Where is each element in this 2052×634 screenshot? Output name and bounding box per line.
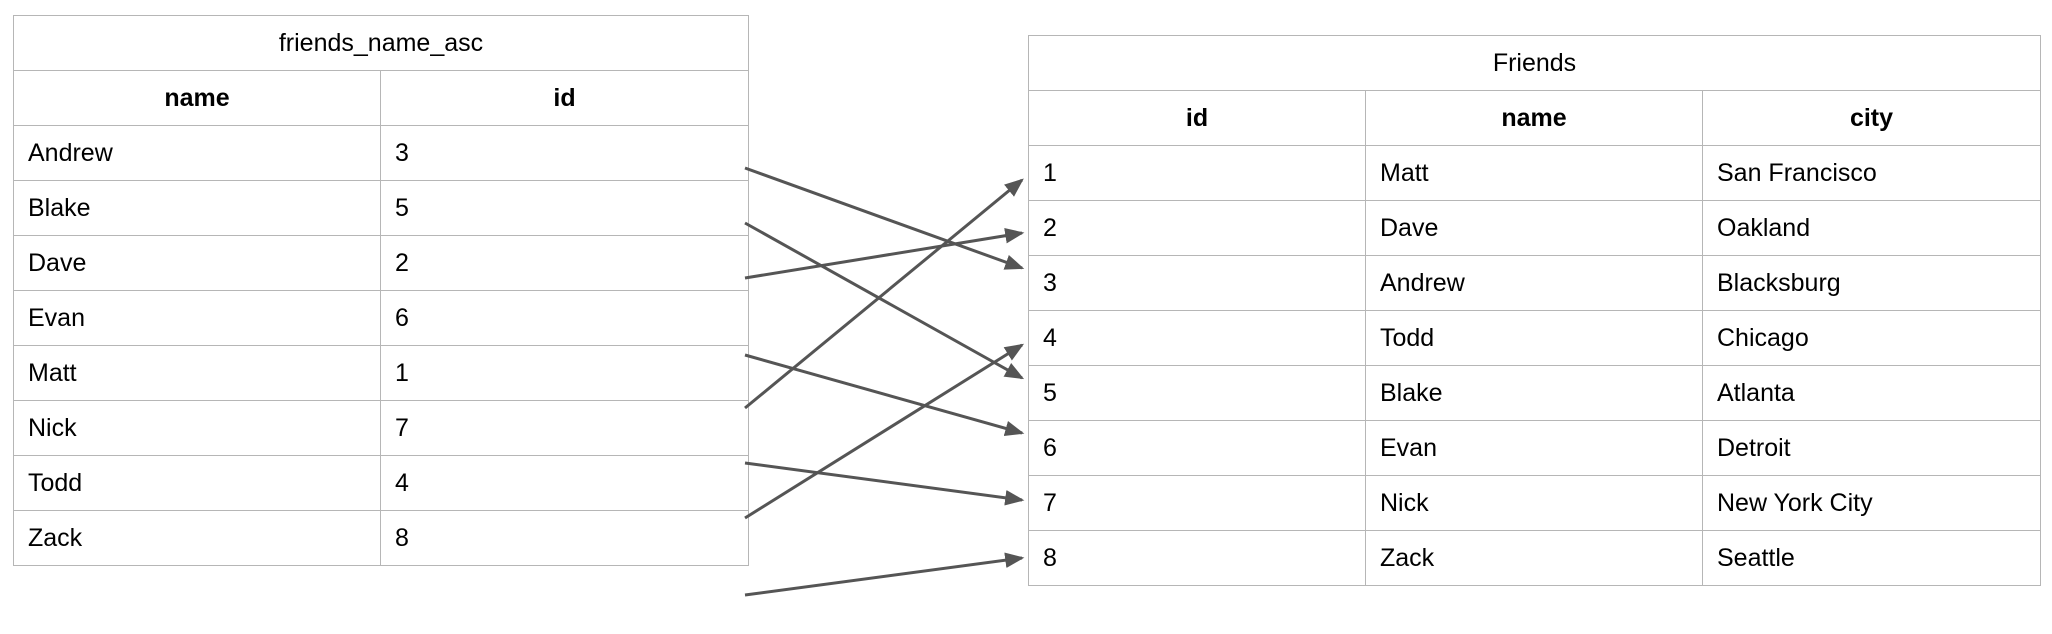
index-cell-name: Todd: [13, 455, 381, 511]
table-row[interactable]: Matt 1: [13, 345, 750, 401]
friends-cell-id: 8: [1028, 530, 1366, 586]
table-row[interactable]: 5 Blake Atlanta: [1028, 365, 2042, 421]
connection-arrow-dave-to-id-2: [744, 227, 1025, 280]
index-table: friends_name_asc name id Andrew 3 Blake …: [12, 15, 750, 566]
index-cell-id: 6: [379, 290, 750, 346]
index-table-title-row: friends_name_asc: [12, 15, 750, 71]
friends-column-header-name[interactable]: name: [1365, 90, 1703, 146]
table-row[interactable]: 6 Evan Detroit: [1028, 420, 2042, 476]
friends-cell-name: Todd: [1365, 310, 1703, 366]
friends-cell-city: Seattle: [1701, 530, 2042, 586]
friends-cell-city: San Francisco: [1701, 145, 2042, 201]
table-row[interactable]: Todd 4: [13, 455, 750, 511]
table-row[interactable]: Dave 2: [13, 235, 750, 291]
index-table-header-row: name id: [13, 70, 750, 126]
index-cell-id: 8: [379, 510, 750, 566]
connection-arrow-andrew-to-id-3: [744, 166, 1025, 270]
table-row[interactable]: 2 Dave Oakland: [1028, 200, 2042, 256]
friends-cell-name: Blake: [1365, 365, 1703, 421]
friends-cell-name: Dave: [1365, 200, 1703, 256]
index-column-header-name[interactable]: name: [13, 70, 381, 126]
index-cell-id: 3: [379, 125, 750, 181]
table-row[interactable]: 7 Nick New York City: [1028, 475, 2042, 531]
connection-arrow-nick-to-id-7: [744, 461, 1025, 506]
friends-cell-city: Oakland: [1701, 200, 2042, 256]
friends-table-header-row: id name city: [1028, 90, 2042, 146]
index-cell-id: 1: [379, 345, 750, 401]
index-cell-name: Matt: [13, 345, 381, 401]
table-row[interactable]: Zack 8: [13, 510, 750, 566]
friends-cell-id: 7: [1028, 475, 1366, 531]
connection-arrows: [744, 166, 1025, 597]
connection-arrow-blake-to-id-5: [744, 221, 1025, 380]
friends-cell-city: Blacksburg: [1701, 255, 2042, 311]
connection-arrow-evan-to-id-6: [744, 353, 1025, 436]
index-cell-id: 7: [379, 400, 750, 456]
table-row[interactable]: Evan 6: [13, 290, 750, 346]
friends-cell-id: 6: [1028, 420, 1366, 476]
friends-table-title: Friends: [1027, 35, 2042, 91]
index-cell-name: Nick: [13, 400, 381, 456]
table-row[interactable]: 4 Todd Chicago: [1028, 310, 2042, 366]
friends-cell-city: Atlanta: [1701, 365, 2042, 421]
friends-cell-name: Andrew: [1365, 255, 1703, 311]
friends-cell-city: New York City: [1701, 475, 2042, 531]
table-row[interactable]: Blake 5: [13, 180, 750, 236]
index-cell-id: 5: [379, 180, 750, 236]
friends-cell-id: 3: [1028, 255, 1366, 311]
friends-cell-city: Detroit: [1701, 420, 2042, 476]
index-table-body: friends_name_asc name id Andrew 3 Blake …: [12, 15, 750, 566]
index-cell-id: 2: [379, 235, 750, 291]
friends-cell-id: 1: [1028, 145, 1366, 201]
connection-arrow-todd-to-id-4: [744, 343, 1025, 520]
friends-column-header-city[interactable]: city: [1701, 90, 2042, 146]
table-row[interactable]: 1 Matt San Francisco: [1028, 145, 2042, 201]
friends-table: Friends id name city 1 Matt San Francisc…: [1027, 35, 2042, 586]
friends-cell-id: 4: [1028, 310, 1366, 366]
index-cell-name: Evan: [13, 290, 381, 346]
table-row[interactable]: Nick 7: [13, 400, 750, 456]
friends-cell-name: Nick: [1365, 475, 1703, 531]
connection-arrow-matt-to-id-1: [744, 178, 1024, 410]
index-cell-name: Zack: [13, 510, 381, 566]
index-cell-id: 4: [379, 455, 750, 511]
friends-cell-name: Evan: [1365, 420, 1703, 476]
friends-column-header-id[interactable]: id: [1028, 90, 1366, 146]
friends-cell-id: 2: [1028, 200, 1366, 256]
table-row[interactable]: Andrew 3: [13, 125, 750, 181]
friends-cell-name: Matt: [1365, 145, 1703, 201]
table-row[interactable]: 8 Zack Seattle: [1028, 530, 2042, 586]
index-table-title: friends_name_asc: [12, 15, 750, 71]
friends-table-body: Friends id name city 1 Matt San Francisc…: [1027, 35, 2042, 586]
connection-arrow-zack-to-id-8: [744, 552, 1025, 597]
index-cell-name: Andrew: [13, 125, 381, 181]
index-cell-name: Blake: [13, 180, 381, 236]
friends-cell-id: 5: [1028, 365, 1366, 421]
friends-cell-name: Zack: [1365, 530, 1703, 586]
index-cell-name: Dave: [13, 235, 381, 291]
friends-table-title-row: Friends: [1027, 35, 2042, 91]
friends-cell-city: Chicago: [1701, 310, 2042, 366]
table-row[interactable]: 3 Andrew Blacksburg: [1028, 255, 2042, 311]
index-column-header-id[interactable]: id: [379, 70, 750, 126]
